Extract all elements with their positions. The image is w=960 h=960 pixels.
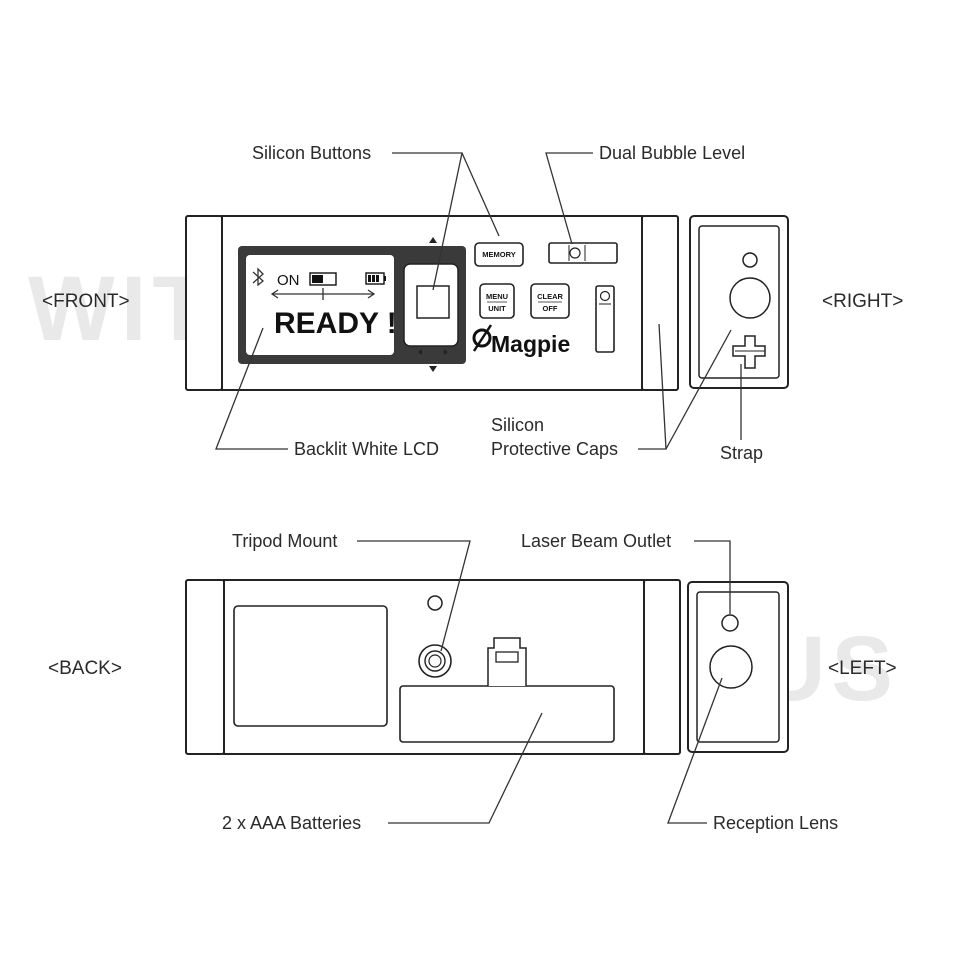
batteries-label: 2 x AAA Batteries [222,813,361,833]
right-large-hole [729,277,771,319]
silicon-buttons-label: Silicon Buttons [252,143,371,163]
back-label-area [233,605,388,727]
protective-caps-leader [638,323,732,450]
left-view [687,581,789,753]
left-view-label: <LEFT> [828,658,897,679]
toggle-icon [309,272,337,286]
tripod-mount-label: Tripod Mount [232,531,337,551]
memory-button-label: MEMORY [482,250,515,259]
front-view: ON READY ! MEMORY MENU UNIT [185,215,679,391]
arrow-up-icon[interactable] [429,237,437,243]
laser-beam-outlet-hole [721,614,739,632]
menu-button-label-2: UNIT [488,304,506,313]
front-left-cap [185,215,223,391]
right-small-hole [742,252,758,268]
back-small-hole [427,595,443,611]
back-left-cap [185,579,225,755]
right-view-label: <RIGHT> [822,291,903,312]
tripod-mount-leader [357,540,471,652]
svg-text:Magpie: Magpie [491,331,570,357]
clear-button-label-2: OFF [543,304,558,313]
menu-unit-button[interactable] [479,283,515,319]
back-view [185,579,681,755]
dual-bubble-level-leader [545,152,593,245]
tripod-mount-socket [418,644,452,678]
reception-lens [709,645,753,689]
battery-cover [399,685,615,743]
menu-button-label-1: MENU [486,292,508,301]
memory-button[interactable] [474,242,524,267]
front-view-label: <FRONT> [42,291,130,312]
silicon-buttons-leader [392,152,500,291]
laser-beam-outlet-leader [694,540,731,614]
laser-beam-outlet-label: Laser Beam Outlet [521,531,671,551]
battery-latch [487,637,527,686]
batteries-leader [388,712,543,824]
right-view [689,215,789,389]
arrow-left-icon[interactable] [418,349,422,355]
strap-label: Strap [720,443,763,463]
vertical-bubble-level [595,285,615,353]
nav-center-button[interactable] [416,285,450,319]
lcd-status: ON [277,272,300,289]
clear-button-label-1: CLEAR [537,292,563,301]
arrow-down-icon[interactable] [429,366,437,372]
front-right-cap [641,215,679,391]
reception-lens-label: Reception Lens [713,813,838,833]
horizontal-bubble-level [548,242,618,264]
back-right-cap [643,579,681,755]
measure-arrow-icon [270,288,376,300]
arrow-right-icon[interactable] [444,349,448,355]
battery-icon [365,272,386,285]
reception-lens-leader [667,677,723,824]
back-view-label: <BACK> [48,658,122,679]
bluetooth-icon [252,267,265,287]
backlit-lcd-leader [215,327,288,450]
dual-bubble-level-label: Dual Bubble Level [599,143,745,163]
magpie-logo: Magpie [472,324,570,357]
protective-caps-label-2: Protective Caps [491,439,618,459]
protective-caps-label-1: Silicon [491,415,544,435]
lcd-message: READY ! [274,307,397,340]
clear-off-button[interactable] [530,283,570,319]
lcd-screen [246,255,394,355]
toggle-knob [312,275,323,283]
backlit-lcd-label: Backlit White LCD [294,439,439,459]
